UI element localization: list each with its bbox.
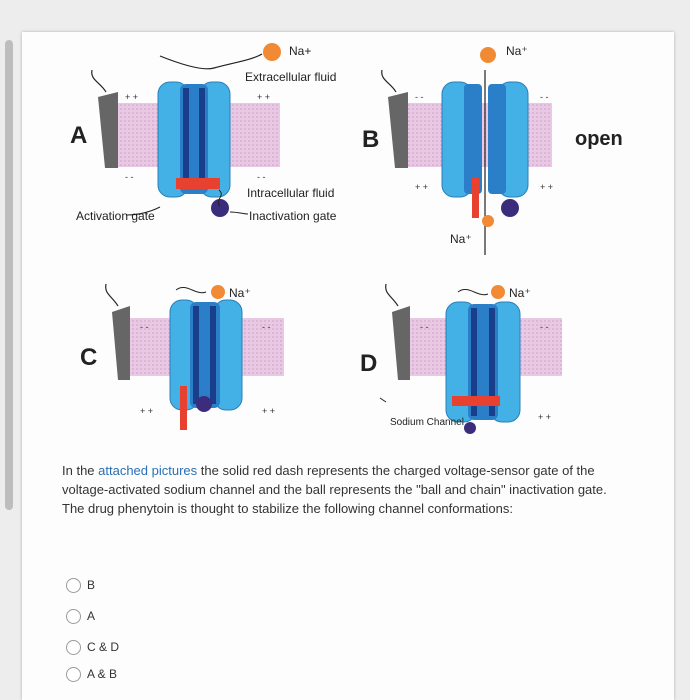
extracellular-label: Extracellular fluid: [245, 70, 337, 84]
attached-pictures-link[interactable]: attached pictures: [98, 463, 198, 478]
svg-text:+ +: + +: [140, 406, 153, 416]
open-label: open: [575, 128, 623, 150]
sodium-channel-label: Sodium Channel: [390, 417, 464, 428]
label-d: D: [360, 350, 378, 377]
option-a[interactable]: A: [66, 606, 95, 626]
na-plus-label-d: Na⁺: [509, 286, 531, 300]
figure-svg: + + - - + + - - - - + + - - + +: [91, 43, 562, 434]
option-b-label: B: [87, 578, 96, 592]
label-c: C: [80, 344, 98, 371]
na-plus-label-a: Na+: [289, 44, 312, 58]
voltage-sensor-a: [176, 178, 220, 189]
radio-c-and-d[interactable]: [66, 639, 81, 655]
panel-d: - - - - + +: [379, 283, 562, 434]
scrollbar[interactable]: [5, 40, 13, 510]
panel-b: - - + + - - + +: [381, 47, 553, 255]
option-a-and-b[interactable]: A & B: [66, 664, 117, 684]
svg-text:- -: - -: [420, 322, 429, 332]
option-a-and-b-label: A & B: [87, 667, 118, 681]
na-plus-label-c: Na⁺: [229, 286, 251, 300]
svg-text:+ +: + +: [125, 92, 138, 102]
activation-gate-b: [388, 92, 408, 168]
voltage-sensor-b: [472, 178, 479, 218]
radio-a[interactable]: [66, 608, 81, 624]
svg-text:+ +: + +: [540, 182, 553, 192]
svg-text:- -: - -: [540, 322, 549, 332]
panel-a: + + - - + + - -: [91, 43, 281, 217]
ball-c: [196, 396, 212, 412]
activation-gate-a: [98, 92, 118, 168]
activation-gate-d: [392, 306, 410, 380]
label-a: A: [70, 122, 88, 149]
option-b[interactable]: B: [66, 575, 95, 595]
svg-text:- -: - -: [140, 322, 149, 332]
question-text: In the attached pictures the solid red d…: [62, 463, 607, 516]
ball-b: [501, 199, 519, 217]
ball-d: [464, 422, 476, 434]
panel-c: - - + + - - + +: [105, 283, 284, 430]
svg-text:+ +: + +: [262, 406, 275, 416]
svg-text:+ +: + +: [415, 182, 428, 192]
ball-a: [211, 199, 229, 217]
na-plus-label-b: Na⁺: [506, 44, 528, 58]
option-c-and-d[interactable]: C & D: [66, 637, 119, 657]
activation-gate-c: [112, 306, 130, 380]
svg-text:- -: - -: [125, 172, 134, 182]
svg-text:- -: - -: [415, 92, 424, 102]
option-c-and-d-label: C & D: [87, 640, 120, 654]
svg-text:+ +: + +: [538, 412, 551, 422]
option-a-label: A: [87, 609, 96, 623]
sodium-channel-figure: + + - - + + - - - - + + - - + +: [70, 43, 623, 434]
inactivation-gate-label: Inactivation gate: [249, 209, 337, 223]
na-plus-label-b-inside: Na⁺: [450, 232, 472, 246]
svg-text:- -: - -: [257, 172, 266, 182]
radio-b[interactable]: [66, 577, 81, 593]
voltage-sensor-d: [452, 396, 500, 406]
radio-a-and-b[interactable]: [66, 666, 81, 682]
svg-text:- -: - -: [262, 322, 271, 332]
label-b: B: [362, 126, 380, 153]
svg-text:+ +: + +: [257, 92, 270, 102]
svg-text:- -: - -: [540, 92, 549, 102]
intracellular-label: Intracellular fluid: [247, 186, 335, 200]
activation-gate-label: Activation gate: [76, 209, 155, 223]
voltage-sensor-c: [180, 386, 187, 430]
